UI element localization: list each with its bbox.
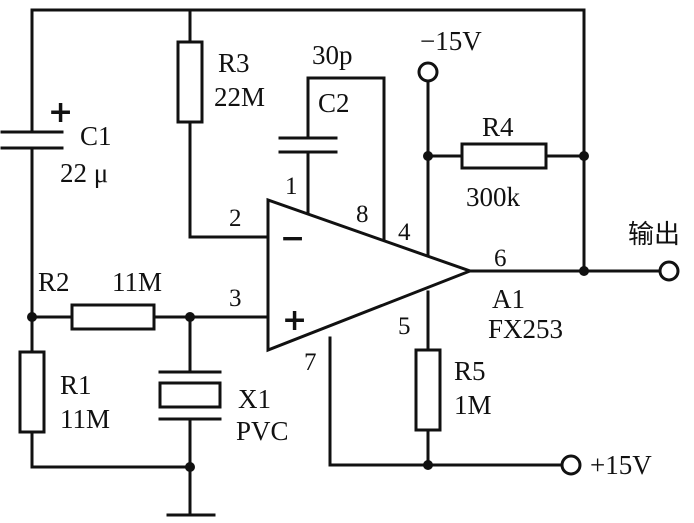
junction-dot bbox=[579, 266, 589, 276]
junction-dot bbox=[27, 312, 37, 322]
junction-dot bbox=[185, 312, 195, 322]
pin-8-label: 8 bbox=[356, 201, 369, 228]
opamp-noninverting-sign: + bbox=[282, 303, 307, 338]
c1-label: C1 bbox=[80, 121, 112, 151]
r1-label: R1 bbox=[60, 370, 92, 400]
pos-supply-label: +15V bbox=[590, 450, 652, 480]
resistor-r1: R1 11M bbox=[18, 350, 110, 434]
x1-value: PVC bbox=[236, 416, 289, 446]
pin-5-label: 5 bbox=[398, 313, 411, 340]
pin-7-label: 7 bbox=[304, 349, 317, 376]
terminal-output: 输出 bbox=[628, 220, 680, 282]
pin-3-label: 3 bbox=[229, 285, 242, 312]
resistor-r2: R2 11M bbox=[38, 267, 162, 331]
pin-2-label: 2 bbox=[229, 205, 242, 232]
opamp-inverting-sign: − bbox=[280, 221, 305, 256]
transducer-x1: X1 PVC bbox=[158, 370, 289, 446]
pin-1-label: 1 bbox=[285, 173, 298, 200]
junction-dot bbox=[185, 462, 195, 472]
resistor-r3: R3 22M bbox=[176, 40, 265, 124]
r5-label: R5 bbox=[454, 356, 486, 386]
pin-6-label: 6 bbox=[494, 245, 507, 272]
junction-dot bbox=[423, 460, 433, 470]
a1-part-number: FX253 bbox=[488, 314, 563, 344]
c2-value: 30p bbox=[312, 40, 353, 70]
r4-label: R4 bbox=[482, 112, 514, 142]
junction-dot bbox=[423, 151, 433, 161]
pin-4-label: 4 bbox=[398, 219, 411, 246]
r2-label: R2 bbox=[38, 267, 70, 297]
c1-polarity: + bbox=[48, 95, 73, 130]
terminal-pos-supply: +15V bbox=[560, 450, 652, 480]
terminal-neg-supply: −15V bbox=[417, 26, 482, 83]
capacitor-c2: 30p C2 bbox=[278, 40, 353, 154]
c1-value: 22 μ bbox=[60, 158, 108, 188]
r2-value: 11M bbox=[112, 267, 162, 297]
wires bbox=[30, 8, 662, 517]
opamp-a1: − + A1 FX253 bbox=[266, 197, 563, 353]
r5-value: 1M bbox=[454, 390, 492, 420]
capacitor-c1: + C1 22 μ bbox=[0, 95, 112, 188]
a1-label: A1 bbox=[492, 284, 525, 314]
r3-label: R3 bbox=[218, 48, 250, 78]
neg-supply-label: −15V bbox=[420, 26, 482, 56]
output-label: 输出 bbox=[628, 220, 680, 249]
junctions bbox=[27, 151, 589, 472]
r4-value: 300k bbox=[466, 182, 521, 212]
r1-value: 11M bbox=[60, 404, 110, 434]
r3-value: 22M bbox=[214, 82, 265, 112]
c2-label: C2 bbox=[318, 88, 350, 118]
pin-numbers: 1 2 3 4 5 6 7 8 bbox=[229, 173, 507, 376]
junction-dot bbox=[579, 151, 589, 161]
x1-label: X1 bbox=[238, 384, 271, 414]
resistor-r4: R4 300k bbox=[460, 112, 548, 212]
resistor-r5: R5 1M bbox=[414, 348, 492, 432]
